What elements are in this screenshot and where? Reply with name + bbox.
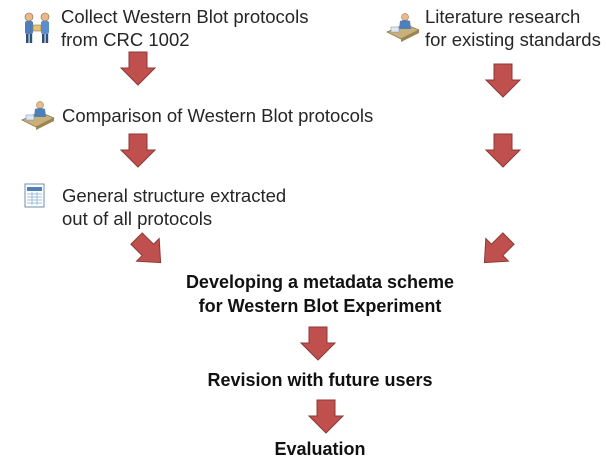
step-literature-label: Literature research for existing standar… [425, 5, 601, 51]
step-structure-line1: General structure extracted [62, 185, 287, 206]
step-revision-label: Revision with future users [160, 368, 480, 392]
step-revision-line1: Revision with future users [207, 370, 433, 390]
person-at-desk-icon [385, 12, 421, 42]
diagonal-arrow-down-right [130, 232, 162, 264]
step-metadata-line1: Developing a metadata scheme [185, 272, 455, 292]
step-structure-label: General structure extracted out of all p… [62, 184, 286, 230]
step-collect-line1: Collect Western Blot protocols [61, 6, 309, 27]
step-metadata-label: Developing a metadata scheme for Western… [160, 270, 480, 318]
step-comparison-line1: Comparison of Western Blot protocols [62, 105, 374, 126]
spreadsheet-document-icon [23, 183, 47, 209]
step-collect-line2: from CRC 1002 [61, 29, 190, 50]
down-arrow [119, 133, 157, 168]
step-literature-line1: Literature research [425, 6, 581, 27]
diagonal-arrow-down-left [483, 232, 515, 264]
step-collect-label: Collect Western Blot protocols from CRC … [61, 5, 308, 51]
step-structure-line2: out of all protocols [62, 208, 213, 229]
step-comparison-label: Comparison of Western Blot protocols [62, 104, 373, 127]
step-evaluation-line1: Evaluation [274, 439, 366, 459]
people-exchange-icon [20, 10, 54, 44]
down-arrow [484, 133, 522, 168]
step-literature-line2: for existing standards [425, 29, 601, 50]
down-arrow [299, 326, 337, 361]
down-arrow [484, 63, 522, 98]
person-at-desk-icon [20, 100, 56, 130]
step-metadata-line2: for Western Blot Experiment [198, 296, 442, 316]
step-evaluation-label: Evaluation [160, 437, 480, 461]
down-arrow [119, 51, 157, 86]
down-arrow [307, 399, 345, 434]
